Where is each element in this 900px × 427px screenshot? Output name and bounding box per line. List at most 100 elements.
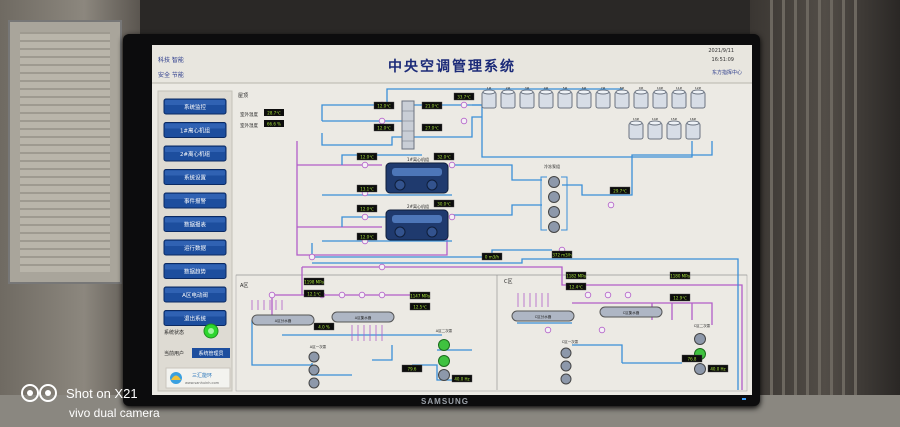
readout-r4: 12.0℃: [373, 123, 395, 132]
readout-a3: 1147 MPa: [409, 291, 430, 300]
valve[interactable]: [448, 213, 456, 221]
nav-button-label: 系统设置: [184, 174, 207, 182]
room-background-left: [0, 0, 140, 427]
svg-text:A区一次泵: A区一次泵: [310, 344, 327, 349]
svg-text:16#: 16#: [690, 117, 697, 121]
nav-button-9[interactable]: 退出系统: [163, 310, 227, 326]
svg-text:6#: 6#: [582, 86, 587, 90]
valve[interactable]: [358, 291, 366, 299]
cooling-tower[interactable]: 10#: [652, 86, 668, 109]
current-user-value-box: [192, 348, 230, 358]
cooling-tower[interactable]: 4#: [538, 86, 554, 109]
valve[interactable]: [378, 263, 386, 271]
svg-text:1180 MPa: 1180 MPa: [670, 273, 690, 278]
readout-a6: 79.6: [401, 364, 423, 373]
cooling-tower[interactable]: 11#: [671, 86, 687, 109]
svg-text:15#: 15#: [671, 117, 678, 121]
valve[interactable]: [308, 253, 316, 261]
readout-c4: 12.9℃: [669, 293, 691, 302]
outdoor-temp-label: 室外温度: [240, 111, 258, 118]
valve[interactable]: [268, 291, 276, 299]
cooling-tower[interactable]: 15#: [666, 117, 682, 140]
cooling-tower[interactable]: 16#: [685, 117, 701, 140]
readout-r11: 12.0℃: [356, 232, 378, 241]
valve[interactable]: [624, 291, 632, 299]
nav-button-label: 数据报表: [184, 221, 207, 229]
valve[interactable]: [544, 326, 552, 334]
valve[interactable]: [338, 291, 346, 299]
cooling-tower[interactable]: 13#: [628, 117, 644, 140]
nav-button-5[interactable]: 数据报表: [163, 216, 227, 232]
svg-text:12.0℃: 12.0℃: [360, 234, 374, 239]
svg-text:79.6: 79.6: [408, 366, 417, 371]
watermark-line1: Shot on X21: [66, 385, 138, 401]
svg-text:28.7℃: 28.7℃: [267, 110, 281, 115]
nav-button-8[interactable]: A区电动阀: [163, 286, 227, 303]
nav-button-0[interactable]: 系统监控: [163, 98, 227, 115]
nav-button-label: 退出系统: [184, 315, 207, 323]
cooling-tower[interactable]: 2#: [500, 86, 516, 109]
nav-button-4[interactable]: 事件报警: [163, 192, 227, 209]
readout-c3: 1180 MPa: [669, 271, 690, 280]
valve[interactable]: [448, 161, 456, 169]
page-title: 中央空调管理系统: [388, 58, 516, 75]
c-zone-tank-2: C区集水器: [599, 306, 663, 318]
chiller-2: 2#离心机组: [385, 203, 449, 241]
valve[interactable]: [378, 291, 386, 299]
a-zone-tank-2: A区集水器: [331, 311, 395, 323]
svg-text:66.6 %: 66.6 %: [267, 121, 281, 126]
a-zone-tank-1: A区分水器: [251, 314, 315, 326]
section-a-zone: A区: [240, 283, 248, 289]
svg-text:40.0 Hz: 40.0 Hz: [710, 366, 725, 371]
readout-c6: 40.0 Hz: [707, 364, 729, 373]
svg-text:7#: 7#: [601, 86, 606, 90]
nav-button-label: 运行数据: [184, 244, 207, 252]
valve[interactable]: [460, 117, 468, 125]
cooling-tower[interactable]: 3#: [519, 86, 535, 109]
cooling-tower[interactable]: 5#: [557, 86, 573, 109]
svg-text:12#: 12#: [695, 86, 702, 90]
cooling-tower[interactable]: 14#: [647, 117, 663, 140]
cooling-tower[interactable]: 8#: [614, 86, 630, 109]
nav-button-1[interactable]: 1#离心机组: [163, 122, 227, 138]
pumpgroup-label: 冷冻泵组: [544, 163, 560, 169]
nav-button-label: 1#离心机组: [180, 127, 211, 135]
valve[interactable]: [607, 201, 615, 209]
cooling-tower[interactable]: 1#: [481, 86, 497, 109]
readout-c1: 1182 MPa: [565, 271, 586, 280]
nav-button-6[interactable]: 运行数据: [163, 239, 227, 256]
nav-button-3[interactable]: 系统设置: [163, 169, 227, 185]
svg-text:A区分水器: A区分水器: [275, 318, 292, 323]
logo-box: [165, 367, 231, 389]
cooling-tower[interactable]: 12#: [690, 86, 706, 109]
svg-text:1#: 1#: [487, 86, 492, 90]
nav-button-7[interactable]: 数据趋势: [163, 263, 227, 279]
nav-button-label: 系统监控: [184, 103, 207, 111]
readout-r7: 32.0℃: [433, 152, 455, 161]
date: 2021/9/11: [708, 48, 734, 54]
nav-button-2[interactable]: 2#离心机组: [163, 145, 227, 162]
valve[interactable]: [460, 101, 468, 109]
outdoor-temp-value: 28.7℃: [264, 109, 284, 116]
readout-r9: 12.0℃: [356, 204, 378, 213]
readout-r3: 33.7℃: [453, 92, 475, 101]
outdoor-hum-value: 66.6 %: [264, 120, 284, 127]
valve[interactable]: [584, 291, 592, 299]
valve[interactable]: [604, 291, 612, 299]
svg-text:40.0 Hz: 40.0 Hz: [454, 376, 469, 381]
monitor-screen: 科技 智能 安全 节能 中央空调管理系统 2021/9/11 16:51:09 …: [152, 45, 752, 395]
valve[interactable]: [361, 161, 369, 169]
section-top: 屋顶: [238, 93, 248, 99]
cooling-tower[interactable]: 9#: [633, 86, 649, 109]
svg-text:12.9℃: 12.9℃: [673, 295, 687, 300]
svg-text:1182 MPa: 1182 MPa: [566, 273, 586, 278]
svg-text:C区集水器: C区集水器: [623, 310, 640, 315]
valve[interactable]: [598, 326, 606, 334]
svg-text:76.8: 76.8: [688, 356, 697, 361]
valve[interactable]: [361, 213, 369, 221]
cooling-tower[interactable]: 7#: [595, 86, 611, 109]
cooling-tower[interactable]: 6#: [576, 86, 592, 109]
svg-text:C区一次泵: C区一次泵: [562, 339, 579, 344]
valve[interactable]: [378, 117, 386, 125]
